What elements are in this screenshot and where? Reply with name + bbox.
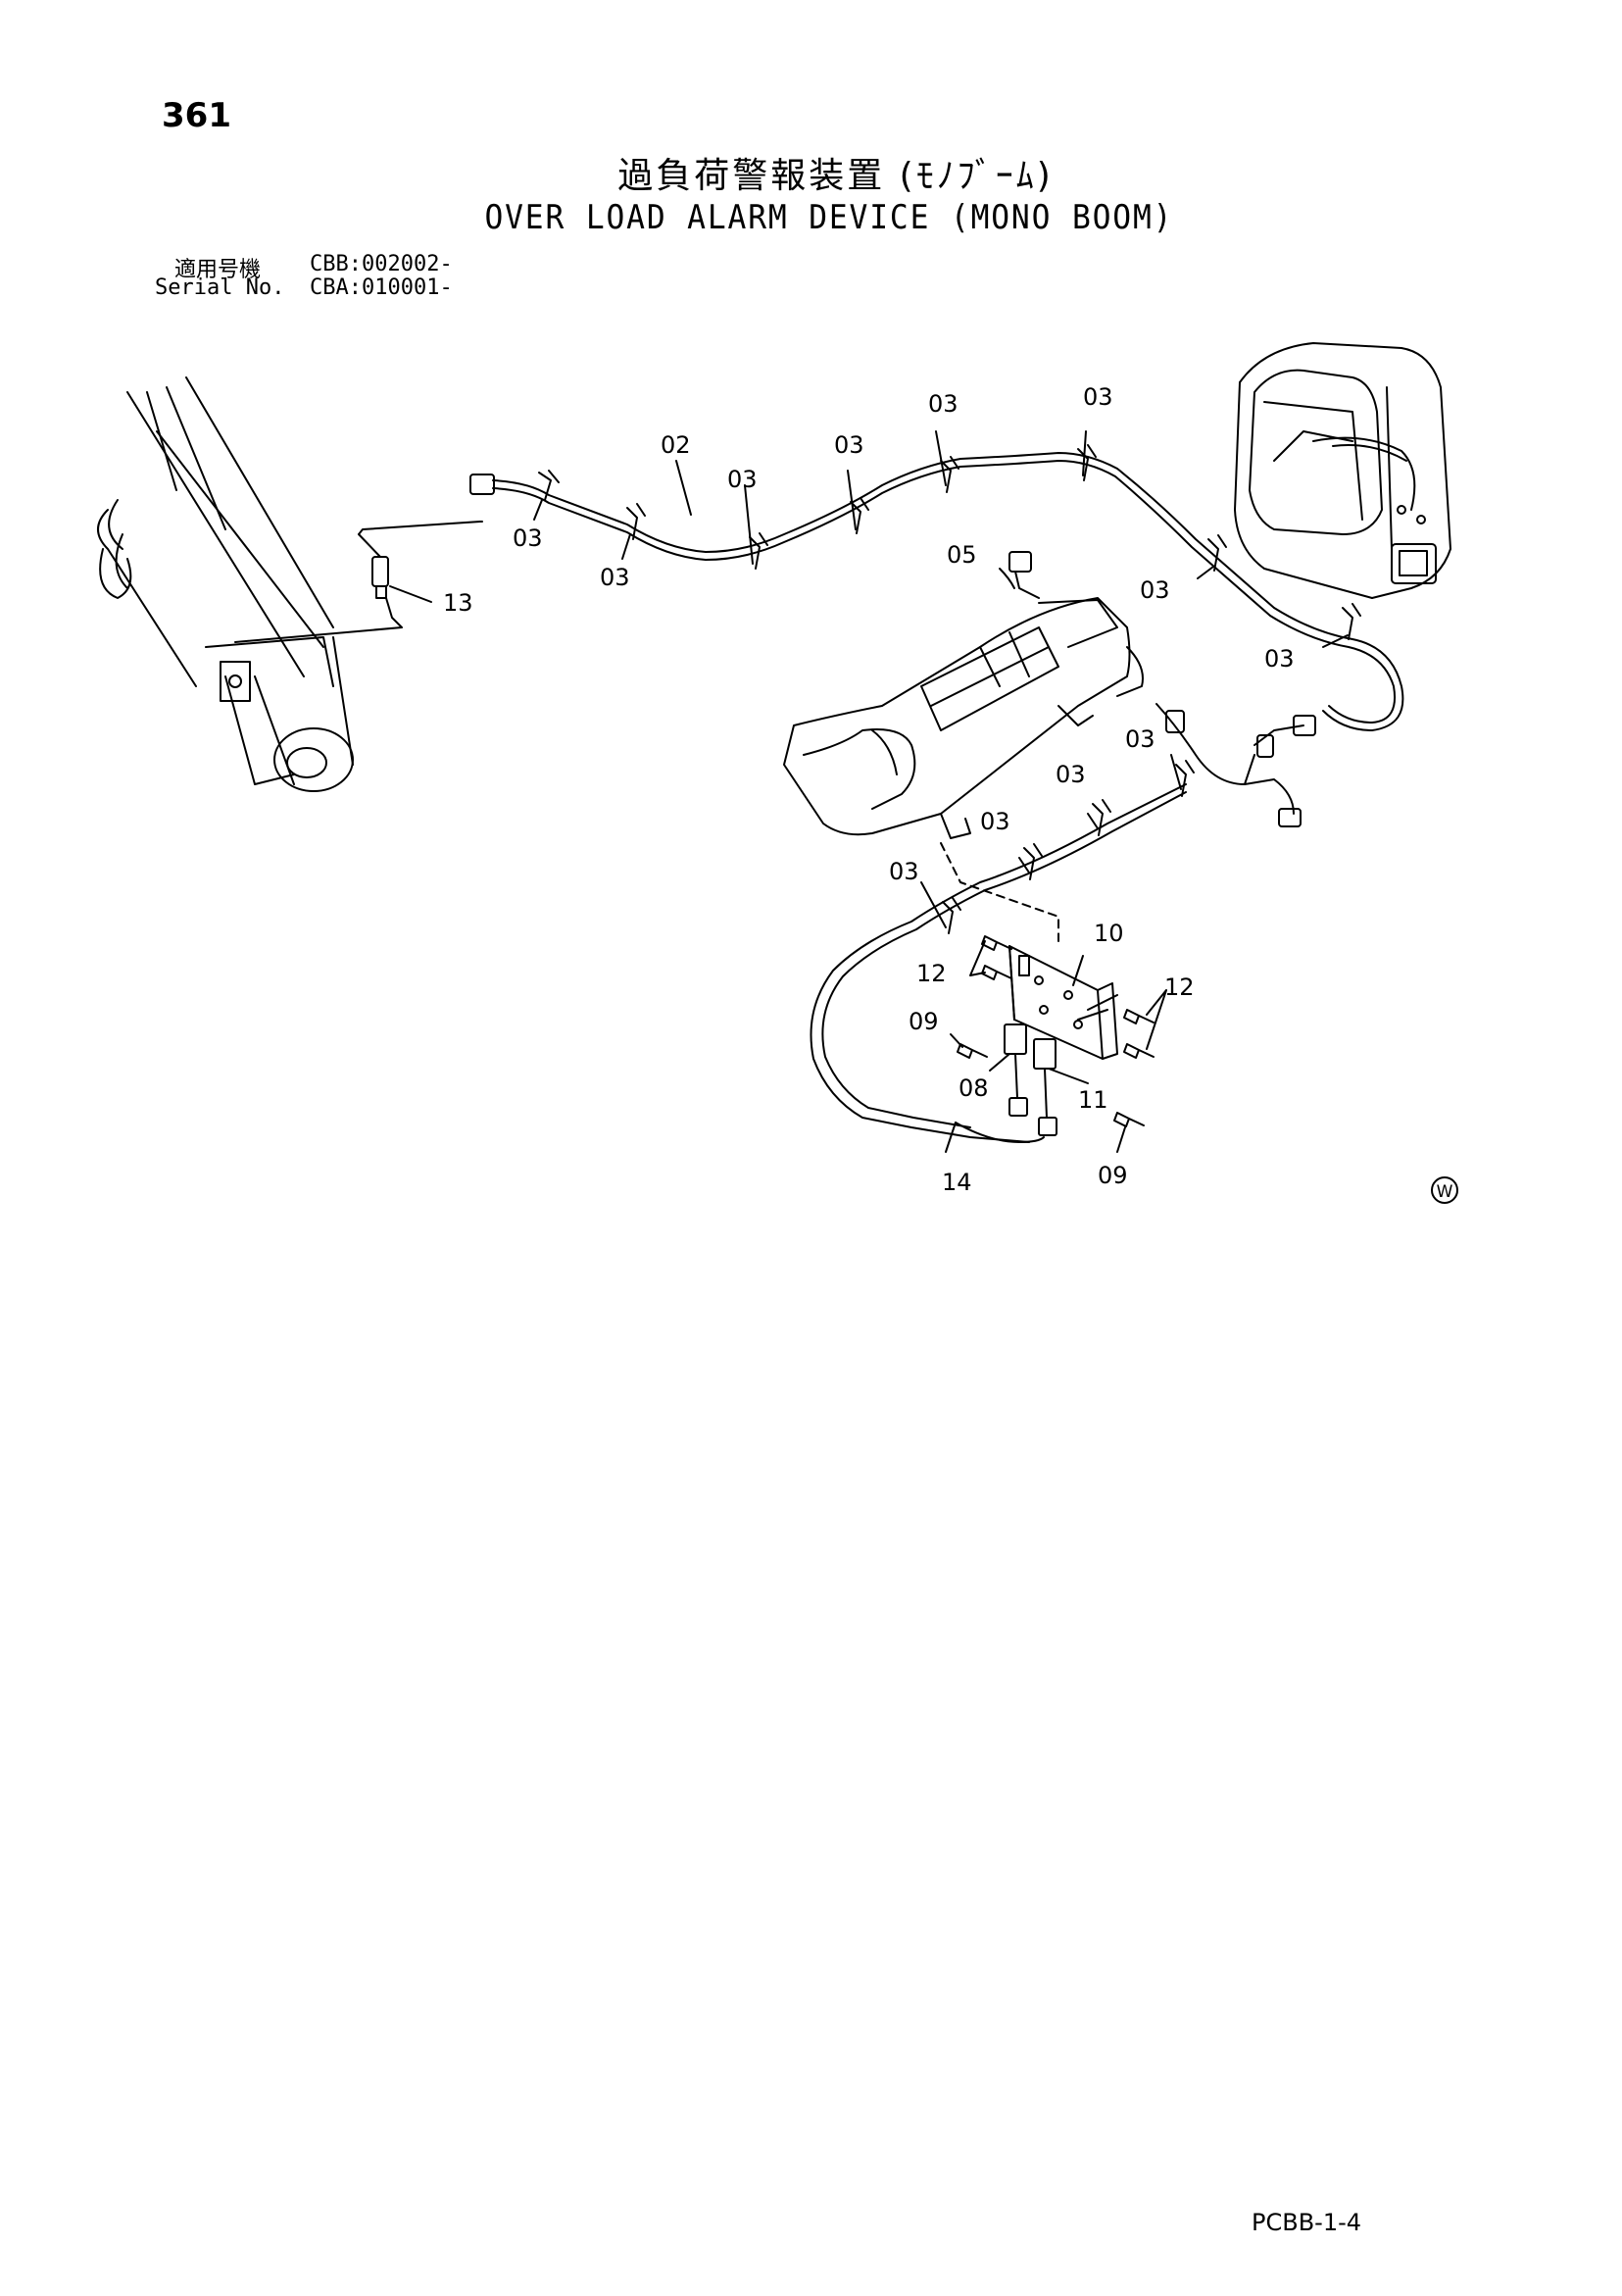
reference-line (940, 842, 1059, 942)
leader-10 (1072, 955, 1084, 986)
callout-03: 03 (889, 858, 919, 885)
screws-09 (950, 1033, 1145, 1153)
callout-03: 03 (1264, 645, 1295, 673)
applicability-serial-1: CBB:002002- (310, 252, 453, 276)
callout-09: 09 (909, 1008, 939, 1035)
callout-14: 14 (942, 1169, 972, 1196)
console-drawing (783, 551, 1144, 839)
version-mark-letter: W (1437, 1182, 1453, 1202)
applicability-label-japanese: 適用号機 (174, 258, 262, 282)
screws-12 (969, 935, 1167, 1059)
applicability-label-english: Serial No. (155, 275, 285, 300)
page-number: 361 (162, 96, 231, 135)
applicability-serial-2: CBA:010001- (310, 275, 453, 300)
boom-arm-drawing (97, 376, 354, 792)
clamps-03 (538, 444, 1361, 640)
callout-02: 02 (661, 431, 691, 459)
callout-09: 09 (1098, 1162, 1128, 1189)
version-mark: W (1431, 1176, 1458, 1204)
callout-08: 08 (958, 1074, 989, 1102)
bracket-10-assembly (1004, 945, 1118, 1136)
title-english: OVER LOAD ALARM DEVICE (MONO BOOM) (484, 198, 1174, 237)
callout-03: 03 (513, 524, 543, 552)
leader-14 (945, 1122, 957, 1153)
callout-03: 03 (834, 431, 864, 459)
callout-05: 05 (947, 541, 977, 569)
callout-03: 03 (727, 466, 758, 493)
callout-13: 13 (443, 589, 473, 617)
harness-14 (955, 1122, 1045, 1143)
harness-lower (810, 754, 1195, 1143)
title-japanese: 過負荷警報装置 (ﾓﾉﾌﾞｰﾑ) (617, 156, 1054, 196)
callout-03: 03 (1083, 383, 1113, 411)
cab-drawing (1234, 342, 1451, 599)
leader-lines (533, 430, 1349, 648)
callout-12: 12 (1164, 973, 1195, 1001)
callout-10: 10 (1094, 920, 1124, 947)
callout-03: 03 (928, 390, 958, 418)
pressure-sensor-13 (234, 521, 483, 643)
leader-08 (989, 1053, 1010, 1072)
callout-03: 03 (1125, 725, 1155, 753)
callout-03: 03 (1140, 576, 1170, 604)
callout-12: 12 (916, 960, 947, 987)
footer-code: PCBB-1-4 (1252, 2209, 1362, 2236)
callout-03: 03 (600, 564, 630, 591)
leader-11 (1048, 1068, 1089, 1084)
callout-03: 03 (980, 808, 1010, 835)
callout-03: 03 (1056, 761, 1086, 788)
harness-02 (469, 452, 1404, 731)
callout-11: 11 (1078, 1086, 1108, 1114)
harness-right (1155, 703, 1316, 827)
